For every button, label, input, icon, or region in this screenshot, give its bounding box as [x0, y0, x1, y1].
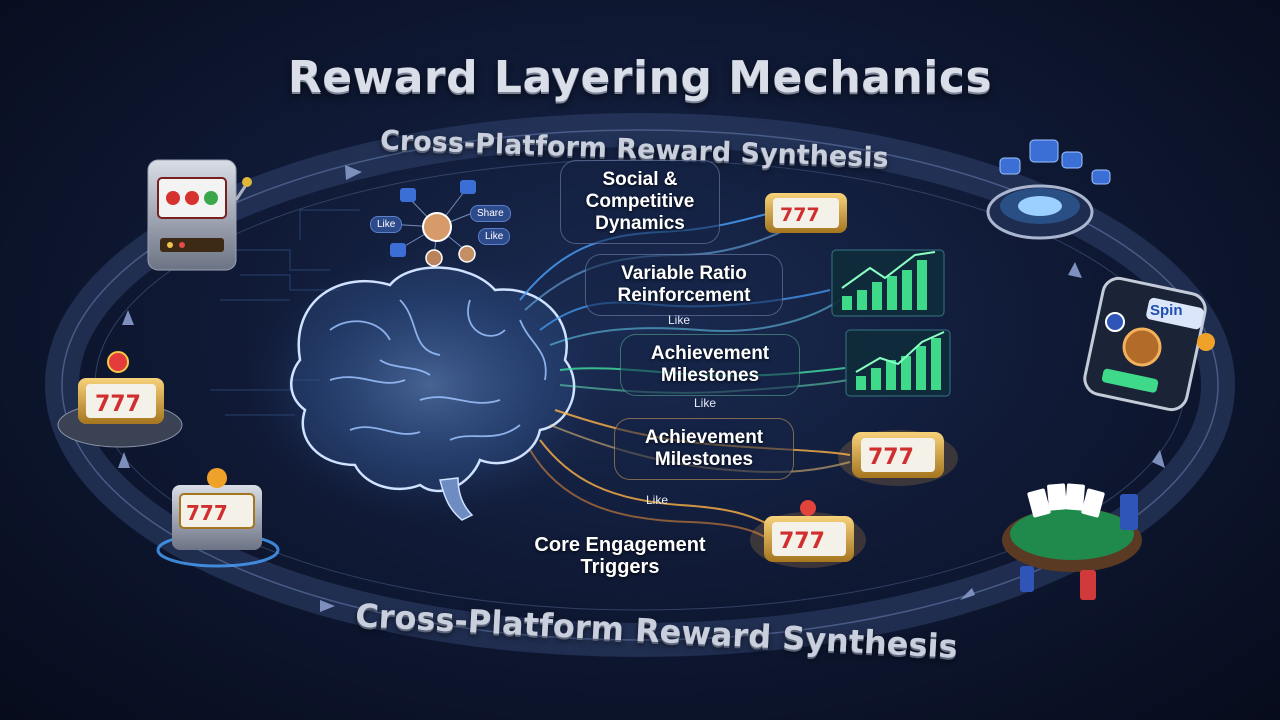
svg-text:777: 777: [779, 529, 825, 554]
like-icon: [460, 180, 476, 194]
like-icon: [390, 243, 406, 257]
ring-arrow-icon: [320, 600, 335, 612]
phone-spin-button: Spin: [1150, 302, 1183, 319]
diagram-title: Reward Layering Mechanics: [287, 52, 993, 103]
ring-arrow-icon: [960, 588, 975, 600]
svg-text:777: 777: [186, 501, 228, 525]
avatar-icon: [458, 245, 476, 263]
slot-reel-icon: 777: [765, 193, 847, 233]
slot-machine-icon: [147, 159, 252, 271]
layer-achievement-milestones-2: Achievement Milestones: [614, 418, 794, 480]
social-chip: Like: [478, 228, 511, 245]
svg-text:777: 777: [868, 445, 914, 470]
ring-arrow-icon: [1152, 450, 1165, 468]
layer-social-competitive: Social & Competitive Dynamics: [560, 160, 720, 244]
ring-arrow-icon: [122, 310, 134, 325]
slot-reel-icon: 777: [838, 430, 958, 486]
social-network: [387, 180, 476, 267]
social-chip: Share: [470, 205, 511, 222]
svg-text:777: 777: [95, 392, 141, 417]
slot-reel-icon: 777: [750, 500, 866, 568]
like-icon: [400, 188, 416, 202]
slot-machine-icon: 777: [156, 468, 280, 568]
layer-core-engagement: Core Engagement Triggers: [534, 534, 706, 578]
ring-arrow-icon: [345, 165, 362, 180]
like-tag: Like: [694, 396, 717, 410]
avatar-icon: [425, 249, 443, 267]
smartphone-icon: [1083, 276, 1215, 412]
poker-table-icon: [1002, 483, 1142, 600]
like-tag: Like: [646, 493, 669, 507]
bar-chart-icon: [831, 249, 945, 317]
brain-icon: [240, 245, 620, 525]
ring-arrow-icon: [118, 452, 130, 468]
slot-reel-icon: 777: [57, 351, 183, 448]
bar-chart-icon: [845, 329, 951, 397]
holographic-platform-icon: [986, 139, 1111, 240]
avatar-icon: [422, 212, 452, 242]
social-chip: Like: [370, 216, 403, 233]
layer-achievement-milestones-1: Achievement Milestones: [620, 334, 800, 396]
ring-arrow-icon: [1068, 262, 1082, 278]
layer-variable-ratio: Variable Ratio Reinforcement: [585, 254, 783, 316]
like-tag: Like: [668, 313, 691, 327]
svg-text:777: 777: [780, 204, 820, 226]
